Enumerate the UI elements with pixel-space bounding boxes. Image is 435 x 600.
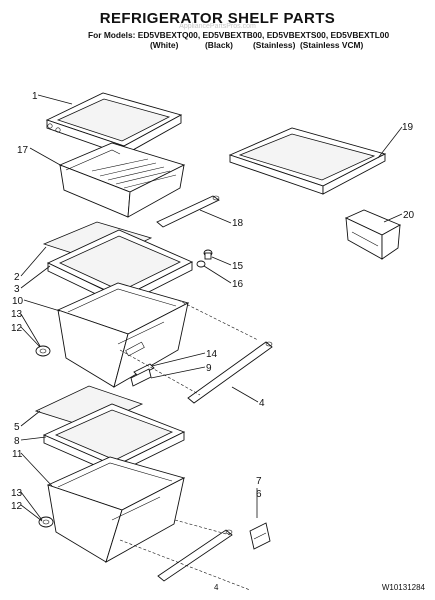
roller-part-12-lower (38, 516, 54, 528)
callout-19: 19 (402, 122, 414, 133)
callout-9: 9 (206, 363, 212, 374)
callout-3: 3 (14, 284, 20, 295)
drawer-part-10 (56, 282, 190, 388)
callout-13-lower: 13 (11, 488, 23, 499)
rail-part-18 (156, 195, 220, 228)
drawer-part-11 (46, 456, 186, 563)
callout-16: 16 (232, 279, 244, 290)
callout-20: 20 (403, 210, 415, 221)
bin-part-20 (344, 209, 402, 260)
callout-7: 7 (256, 476, 262, 487)
roller-part-12-upper (35, 345, 51, 357)
cap-part-16 (196, 260, 206, 268)
callout-12-lower: 12 (11, 501, 23, 512)
callout-12-upper: 12 (11, 323, 23, 334)
color-black: (Black) (205, 40, 233, 50)
pin-part-15 (203, 249, 213, 260)
callout-11: 11 (12, 449, 23, 460)
watermark: AppliancePartsPros.com (179, 23, 256, 30)
bracket-part-6 (249, 522, 271, 550)
rail-part-4 (187, 341, 273, 404)
bracket-part-9 (130, 368, 152, 387)
tray-part-17 (58, 142, 186, 218)
rail-lower (157, 529, 233, 582)
callout-8: 8 (14, 436, 20, 447)
callout-17: 17 (17, 145, 29, 156)
glass-shelf-part-19 (228, 127, 387, 195)
callout-2: 2 (14, 272, 20, 283)
leader-lines (20, 94, 403, 522)
models-line: For Models: ED5VBEXTQ00, ED5VBEXTB00, ED… (88, 30, 390, 40)
color-stainless: (Stainless) (253, 40, 296, 50)
doc-number: W10131284 (381, 583, 425, 592)
color-stainless-vcm: (Stainless VCM) (300, 40, 364, 50)
callout-1: 1 (32, 91, 38, 102)
callout-4: 4 (259, 398, 265, 409)
callout-18: 18 (232, 218, 244, 229)
shelf-frame-part-1 (45, 92, 183, 156)
callout-6: 6 (256, 489, 262, 500)
page-number: 4 (214, 583, 219, 592)
color-white: (White) (150, 40, 179, 50)
callout-15: 15 (232, 261, 244, 272)
callout-14: 14 (206, 349, 218, 360)
callout-5: 5 (14, 422, 20, 433)
page-title: REFRIGERATOR SHELF PARTS (99, 10, 336, 27)
callout-13-upper: 13 (11, 309, 23, 320)
callout-10: 10 (12, 296, 24, 307)
